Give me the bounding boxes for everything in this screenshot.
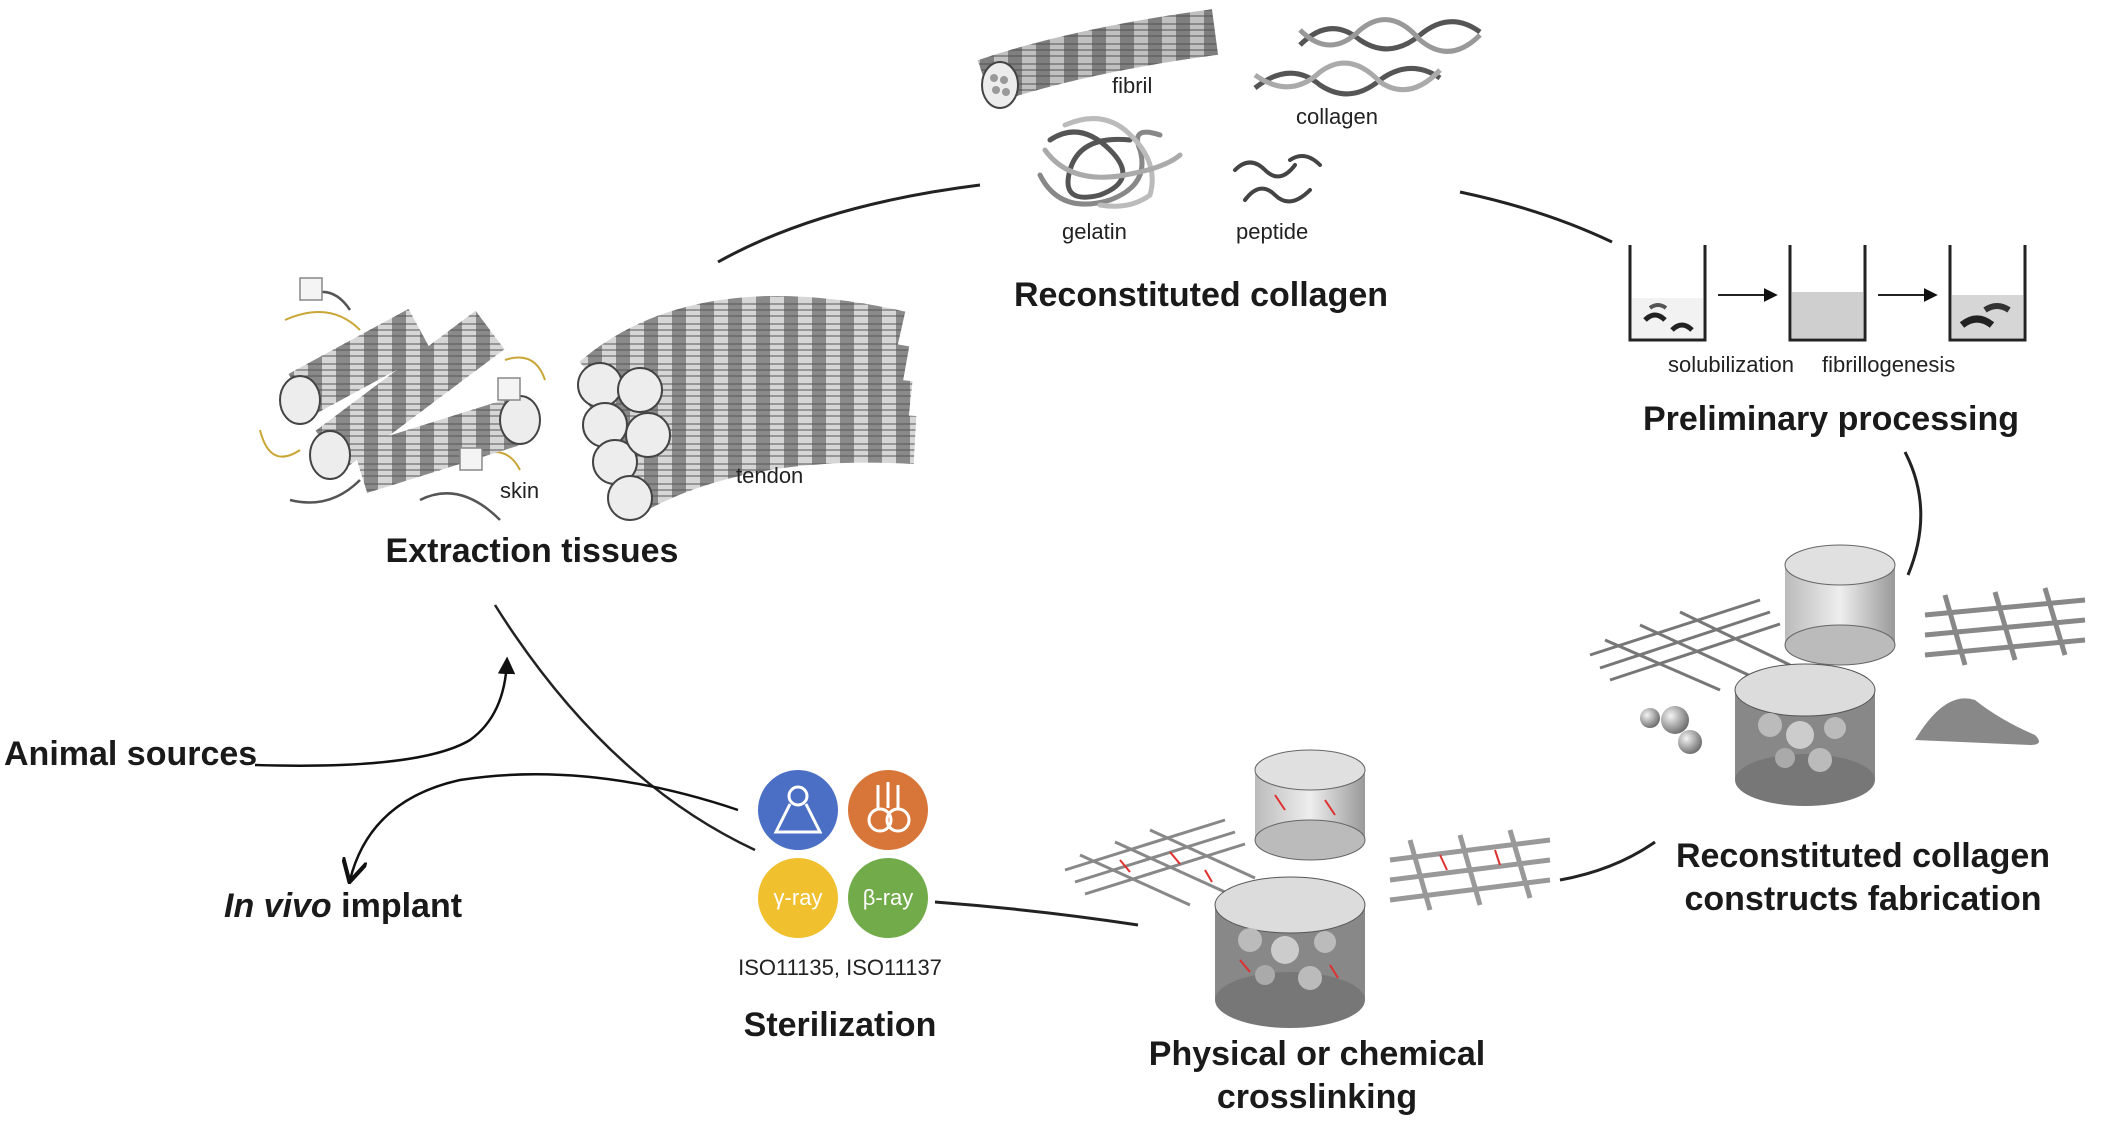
- beaker-3: [1948, 245, 2027, 342]
- beaker-2: [1788, 245, 1867, 342]
- woven-lattice: [1924, 587, 2086, 666]
- gamma-ray-label: γ-ray: [773, 885, 823, 910]
- crosslinked-lattice: [1389, 829, 1551, 911]
- animal-sources-label: Animal sources: [4, 735, 258, 773]
- reconstituted-collagen-title: Reconstituted collagen: [1013, 276, 1389, 314]
- arc-reconstituted-to-preliminary: [1459, 190, 1613, 244]
- animal-sources-arrow: [254, 656, 516, 767]
- gamma-ray-circle: γ-ray: [758, 858, 838, 938]
- arc-sterilization-to-extraction: [493, 604, 756, 852]
- beta-ray-label: β-ray: [862, 885, 914, 910]
- beaker-1: [1628, 245, 1707, 342]
- preliminary-processing-title: Preliminary processing: [1642, 400, 2020, 438]
- crosslinked-cylinder: [1254, 749, 1366, 861]
- crosslinking-title-line2: crosslinking: [1216, 1078, 1418, 1116]
- collagen-label: collagen: [1296, 104, 1378, 129]
- plasma-circle: [848, 770, 928, 850]
- peptide-icon: [1233, 154, 1322, 204]
- arc-constructs-to-crosslinking: [1559, 840, 1656, 882]
- collagen-helix-icon: [1253, 17, 1482, 97]
- side-arrows: [254, 656, 739, 880]
- mesh-sheet-1: [1589, 598, 1791, 692]
- crosslinked-mesh: [1064, 818, 1256, 907]
- constructs-title-line1: Reconstituted collagen: [1675, 837, 2051, 875]
- fibril-icon: [977, 9, 1219, 109]
- constructs-title-line2: constructs fabrication: [1684, 880, 2042, 918]
- extraction-tissues-title: Extraction tissues: [385, 532, 679, 570]
- iso-standards-label: ISO11135, ISO11137: [738, 955, 942, 980]
- cylinder-fibrous: [1784, 544, 1896, 666]
- skin-icon: [259, 277, 546, 521]
- porous-cylinder: [1734, 663, 1876, 806]
- sterilization-title: Sterilization: [743, 1006, 937, 1044]
- crosslinked-porous-cylinder: [1214, 876, 1366, 1028]
- skin-label: skin: [500, 478, 540, 503]
- arc-preliminary-to-constructs: [1903, 451, 1923, 576]
- in-vivo-italic: In vivo: [224, 887, 332, 925]
- gelatin-icon: [1037, 116, 1183, 209]
- spheres: [1640, 706, 1702, 754]
- constructs-icons: [1589, 544, 2086, 806]
- tendon-label: tendon: [736, 463, 804, 488]
- fibrillogenesis-label: fibrillogenesis: [1822, 352, 1956, 377]
- powder-pile: [1915, 698, 2039, 745]
- implant-text: implant: [331, 887, 463, 925]
- fibril-label: fibril: [1112, 73, 1153, 98]
- crosslinking-title-line1: Physical or chemical: [1148, 1035, 1486, 1073]
- ethylene-oxide-circle: [758, 770, 838, 850]
- in-vivo-arrow: [350, 773, 739, 880]
- gelatin-label: gelatin: [1062, 219, 1127, 244]
- arc-extraction-to-reconstituted: [717, 183, 981, 264]
- beta-ray-circle: β-ray: [848, 858, 928, 938]
- tendon-icon: [577, 296, 917, 521]
- solubilization-label: solubilization: [1668, 352, 1794, 377]
- peptide-label: peptide: [1236, 219, 1309, 244]
- cycle-arcs: [493, 183, 1923, 927]
- arc-crosslinking-to-sterilization: [934, 900, 1139, 927]
- crosslinking-icons: [1064, 749, 1551, 1028]
- in-vivo-implant-label: In vivo implant: [224, 887, 462, 926]
